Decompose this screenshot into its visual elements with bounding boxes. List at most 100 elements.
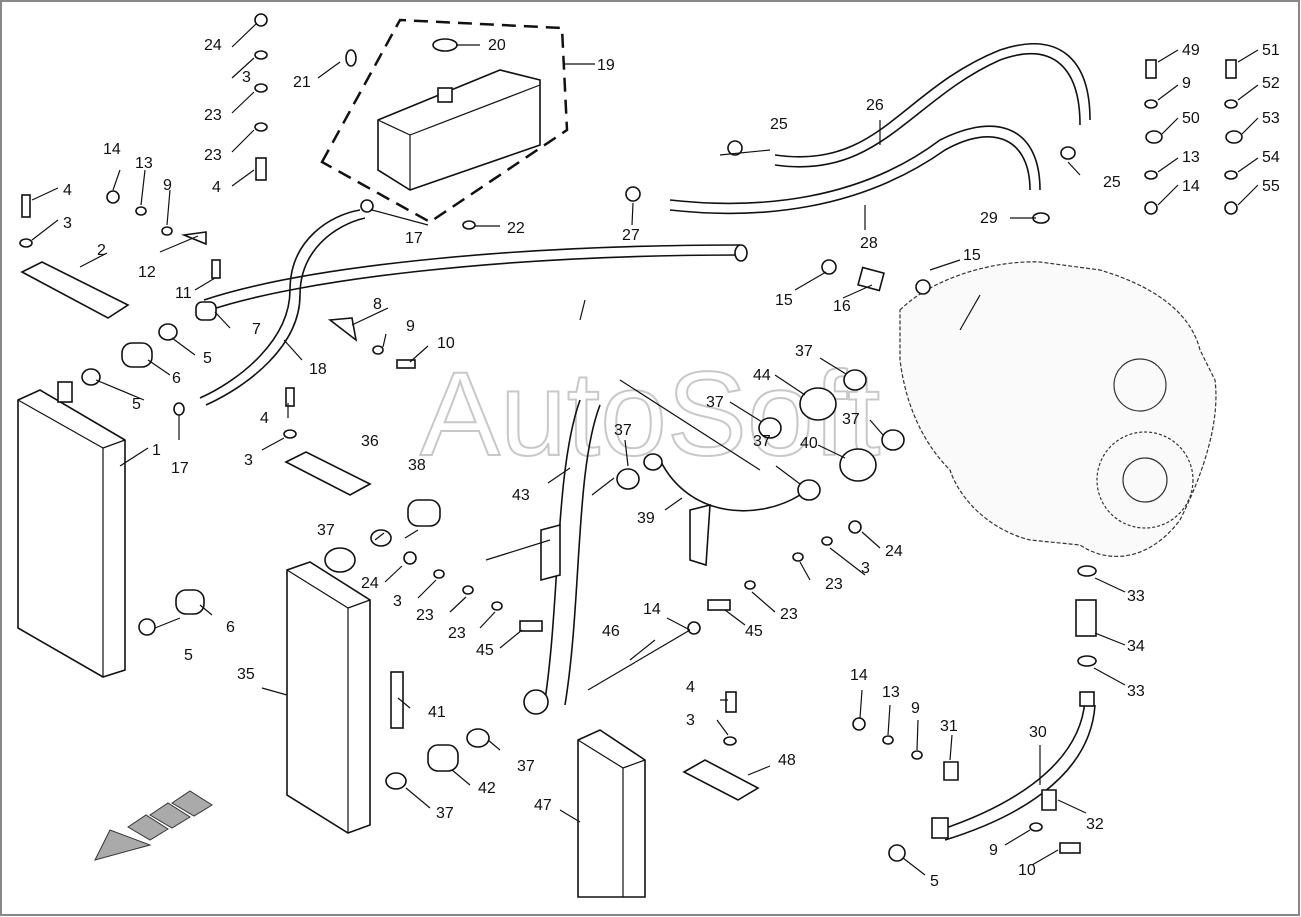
- label-3: 3: [686, 712, 695, 729]
- label-34: 34: [1127, 638, 1145, 655]
- label-46: 46: [602, 623, 620, 640]
- label-53: 53: [1262, 110, 1280, 127]
- label-31: 31: [940, 718, 958, 735]
- label-8: 8: [373, 296, 382, 313]
- label-4: 4: [63, 182, 72, 199]
- label-9: 9: [163, 177, 172, 194]
- label-5: 5: [132, 396, 141, 413]
- label-51: 51: [1262, 42, 1280, 59]
- radiator-part-1: [17, 389, 126, 678]
- label-23: 23: [204, 107, 222, 124]
- label-19: 19: [597, 57, 615, 74]
- label-5: 5: [930, 873, 939, 890]
- label-14: 14: [1182, 178, 1200, 195]
- charge-air-cooler-part-35: [286, 561, 371, 834]
- label-37: 37: [436, 805, 454, 822]
- label-14: 14: [850, 667, 868, 684]
- label-45: 45: [476, 642, 494, 659]
- label-3: 3: [861, 560, 870, 577]
- label-4: 4: [686, 679, 695, 696]
- label-29: 29: [980, 210, 998, 227]
- label-3: 3: [63, 215, 72, 232]
- label-5: 5: [203, 350, 212, 367]
- label-14: 14: [103, 141, 121, 158]
- label-9: 9: [989, 842, 998, 859]
- label-11: 11: [175, 285, 192, 302]
- label-15: 15: [775, 292, 793, 309]
- label-10: 10: [437, 335, 455, 352]
- label-33: 33: [1127, 683, 1145, 700]
- label-39: 39: [637, 510, 655, 527]
- label-2: 2: [97, 242, 106, 259]
- label-6: 6: [226, 619, 235, 636]
- expansion-tank-part-19: [320, 18, 569, 224]
- label-17: 17: [405, 230, 423, 247]
- label-32: 32: [1086, 816, 1104, 833]
- label-3: 3: [242, 69, 251, 86]
- label-54: 54: [1262, 149, 1280, 166]
- callout-labels: 1 2 3 3 3 3 3 3 4 4 4 4 5 5 5 5 6 6 7 8 …: [63, 37, 1280, 890]
- part-47: [577, 729, 646, 898]
- label-7: 7: [252, 321, 261, 338]
- label-3: 3: [244, 452, 253, 469]
- label-23: 23: [416, 607, 434, 624]
- label-13: 13: [1182, 149, 1200, 166]
- label-9: 9: [911, 700, 920, 717]
- label-27: 27: [622, 227, 640, 244]
- label-41: 41: [428, 704, 446, 721]
- label-10: 10: [1018, 862, 1036, 879]
- label-55: 55: [1262, 178, 1280, 195]
- label-15: 15: [963, 247, 981, 264]
- label-23: 23: [448, 625, 466, 642]
- label-24: 24: [361, 575, 379, 592]
- label-37: 37: [795, 343, 813, 360]
- label-37: 37: [706, 394, 724, 411]
- label-52: 52: [1262, 75, 1280, 92]
- label-9: 9: [406, 318, 415, 335]
- label-37: 37: [753, 433, 771, 450]
- label-16: 16: [833, 298, 851, 315]
- label-3: 3: [393, 593, 402, 610]
- label-18: 18: [309, 361, 327, 378]
- label-25: 25: [770, 116, 788, 133]
- direction-arrow-icon: [94, 790, 213, 861]
- label-37: 37: [517, 758, 535, 775]
- label-5: 5: [184, 647, 193, 664]
- label-23: 23: [825, 576, 843, 593]
- label-38: 38: [408, 457, 426, 474]
- label-4: 4: [212, 179, 221, 196]
- label-23: 23: [204, 147, 222, 164]
- label-42: 42: [478, 780, 496, 797]
- label-26: 26: [866, 97, 884, 114]
- label-44: 44: [753, 367, 771, 384]
- label-13: 13: [135, 155, 153, 172]
- label-37: 37: [842, 411, 860, 428]
- label-4: 4: [260, 410, 269, 427]
- label-48: 48: [778, 752, 796, 769]
- label-28: 28: [860, 235, 878, 252]
- label-35: 35: [237, 666, 255, 683]
- label-37: 37: [614, 422, 632, 439]
- label-45: 45: [745, 623, 763, 640]
- hardware-parts: [19, 13, 1243, 862]
- label-22: 22: [507, 220, 525, 237]
- label-43: 43: [512, 487, 530, 504]
- leader-lines: [31, 23, 1259, 876]
- label-17: 17: [171, 460, 189, 477]
- label-13: 13: [882, 684, 900, 701]
- label-1: 1: [152, 442, 161, 459]
- label-24: 24: [204, 37, 222, 54]
- label-30: 30: [1029, 724, 1047, 741]
- label-23: 23: [780, 606, 798, 623]
- label-49: 49: [1182, 42, 1200, 59]
- label-37: 37: [317, 522, 335, 539]
- label-40: 40: [800, 435, 818, 452]
- label-24: 24: [885, 543, 903, 560]
- label-47: 47: [534, 797, 552, 814]
- label-21: 21: [293, 74, 311, 91]
- label-20: 20: [488, 37, 506, 54]
- label-6: 6: [172, 370, 181, 387]
- hoses: [199, 43, 1097, 841]
